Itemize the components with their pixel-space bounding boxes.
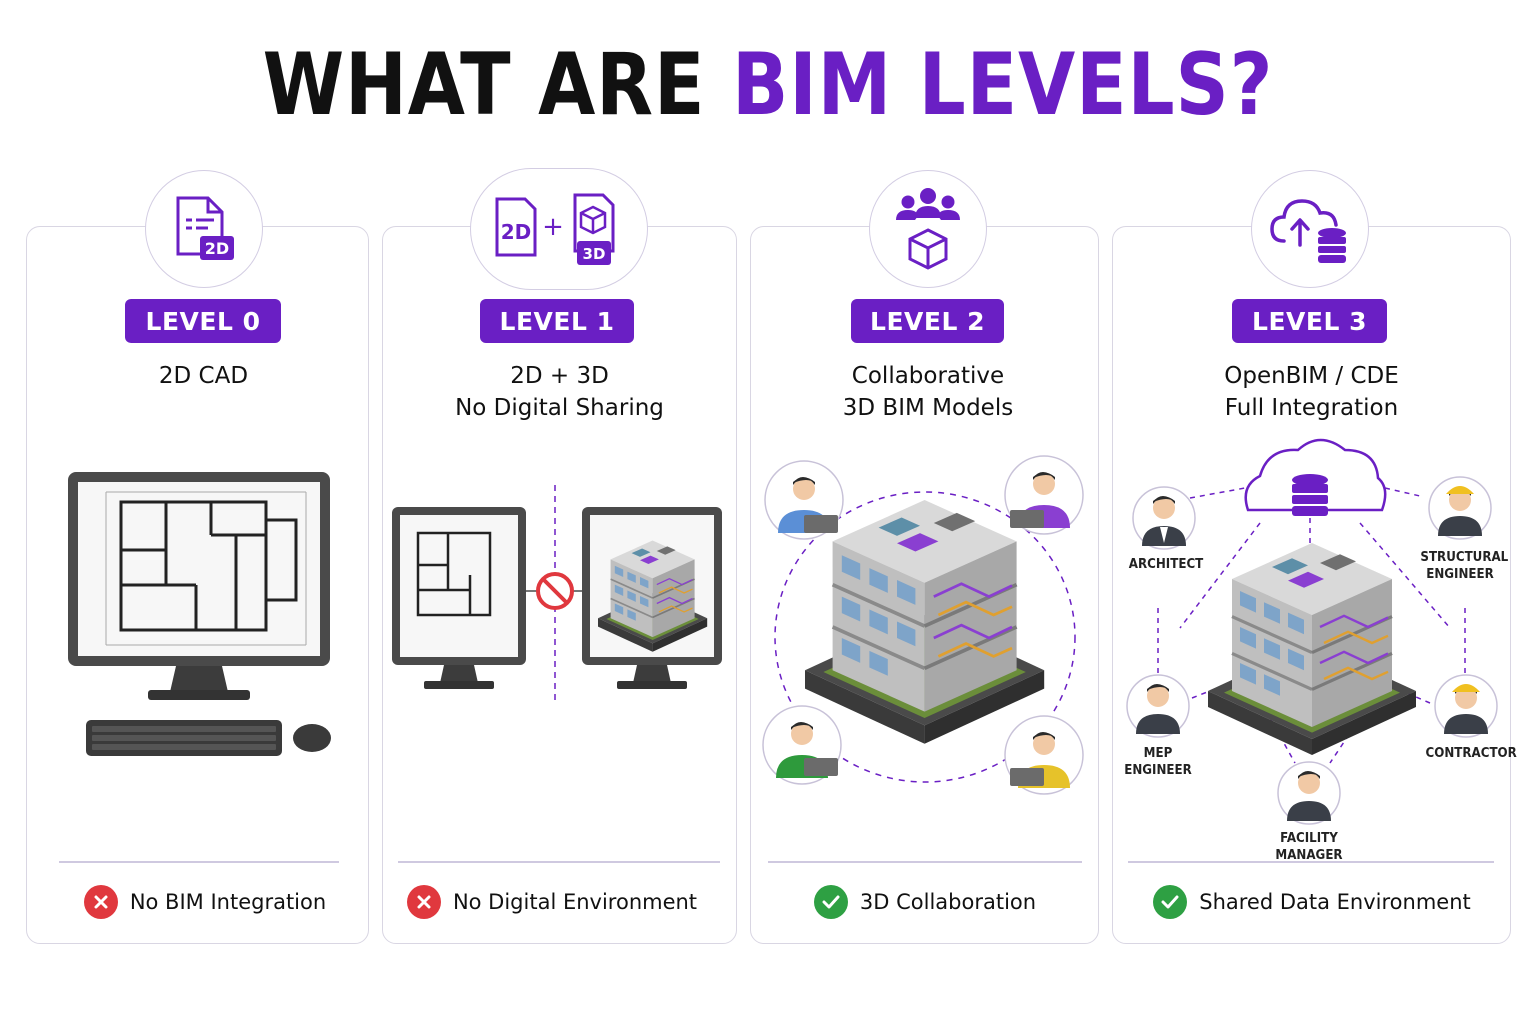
level-1-icon-circle: 2D + 3D <box>470 168 648 290</box>
role-architect: ARCHITECT <box>1128 556 1204 573</box>
role-facility-line1: FACILITY <box>1280 830 1338 846</box>
cloud-database-icon <box>1270 199 1346 263</box>
two-monitors-no-sharing-illustration <box>392 485 722 703</box>
2d-document-icon: 2D <box>176 196 234 260</box>
level-2-icon-circle <box>869 170 987 288</box>
level-2-card <box>750 226 1099 944</box>
role-mep-line2: ENGINEER <box>1124 762 1192 778</box>
contractor-avatar <box>1434 674 1498 738</box>
title-part-2: BIM LEVELS? <box>731 35 1274 135</box>
level-3-subtitle-line1: OpenBIM / CDE <box>1224 363 1399 389</box>
level-3-status: Shared Data Environment <box>1122 884 1502 920</box>
collaborative-bim-illustration <box>762 455 1084 795</box>
level-2-badge: LEVEL 2 <box>851 299 1004 343</box>
collaborator-avatar <box>1004 715 1084 795</box>
3d-label: 3D <box>583 245 606 263</box>
level-2-divider <box>768 861 1082 863</box>
database-icon <box>1292 474 1328 516</box>
team-cube-icon <box>896 188 960 270</box>
facility-manager-avatar <box>1277 761 1341 825</box>
structural-engineer-avatar <box>1428 476 1492 540</box>
level-2-status-text: 3D Collaboration <box>859 890 1037 914</box>
role-structural-line1: STRUCTURAL <box>1420 549 1509 565</box>
role-contractor-label: CONTRACTOR <box>1425 745 1517 761</box>
level-1-subtitle-line1: 2D + 3D <box>510 363 609 389</box>
level-0-badge: LEVEL 0 <box>125 299 281 343</box>
collaborator-avatar <box>1004 455 1084 535</box>
desktop-computer-illustration <box>68 472 331 756</box>
check-circle-icon <box>813 885 848 919</box>
openbim-cde-illustration <box>1126 438 1498 825</box>
level-3-icon-circle <box>1251 170 1369 288</box>
level-2-subtitle: Collaborative 3D BIM Models <box>750 360 1106 424</box>
level-0-status-text: No BIM Integration <box>129 890 327 914</box>
role-structural-line2: ENGINEER <box>1426 566 1494 582</box>
level-1-status-text: No Digital Environment <box>452 890 698 914</box>
x-circle-icon <box>83 885 118 919</box>
level-3-status-text: Shared Data Environment <box>1199 890 1471 914</box>
level-0-subtitle: 2D CAD <box>26 360 381 392</box>
2d-plus-3d-icon: 2D + 3D <box>495 193 615 265</box>
architect-avatar <box>1132 486 1196 550</box>
level-1-subtitle-line2: No Digital Sharing <box>455 395 664 421</box>
level-3-badge: LEVEL 3 <box>1232 299 1387 343</box>
level-2-status: 3D Collaboration <box>760 884 1090 920</box>
2d-label: 2D <box>501 220 532 244</box>
x-circle-icon <box>406 885 441 919</box>
role-architect-label: ARCHITECT <box>1128 556 1204 572</box>
level-3-subtitle-line2: Full Integration <box>1224 395 1399 421</box>
level-2-subtitle-line2: 3D BIM Models <box>842 395 1014 421</box>
role-contractor: CONTRACTOR <box>1425 745 1517 762</box>
level-3-divider <box>1128 861 1494 863</box>
role-mep-engineer: MEP ENGINEER <box>1123 745 1193 779</box>
level-3-subtitle: OpenBIM / CDE Full Integration <box>1112 360 1511 424</box>
level-0-subtitle-line1: 2D CAD <box>158 363 249 389</box>
level-1-status: No Digital Environment <box>392 884 712 920</box>
plus-label: + <box>542 212 564 242</box>
role-structural-engineer: STRUCTURAL ENGINEER <box>1420 549 1509 583</box>
role-mep-line1: MEP <box>1143 745 1173 761</box>
level-0-divider <box>59 861 339 863</box>
level-0-icon-circle: 2D <box>145 170 263 288</box>
role-facility-manager: FACILITY MANAGER <box>1273 830 1345 864</box>
role-facility-line2: MANAGER <box>1275 847 1343 863</box>
level-2-subtitle-line1: Collaborative <box>851 363 1005 389</box>
level-0-icon-text: 2D <box>205 239 229 258</box>
level-1-badge: LEVEL 1 <box>480 299 634 343</box>
collaborator-avatar <box>764 460 844 540</box>
check-circle-icon <box>1153 885 1188 919</box>
page-title: WHAT ARE BIM LEVELS? <box>108 30 1429 140</box>
level-0-status: No BIM Integration <box>40 884 370 920</box>
level-1-divider <box>398 861 720 863</box>
collaborator-avatar <box>762 705 842 785</box>
level-1-subtitle: 2D + 3D No Digital Sharing <box>382 360 737 424</box>
title-part-1: WHAT ARE <box>262 35 706 135</box>
mep-engineer-avatar <box>1126 674 1190 738</box>
